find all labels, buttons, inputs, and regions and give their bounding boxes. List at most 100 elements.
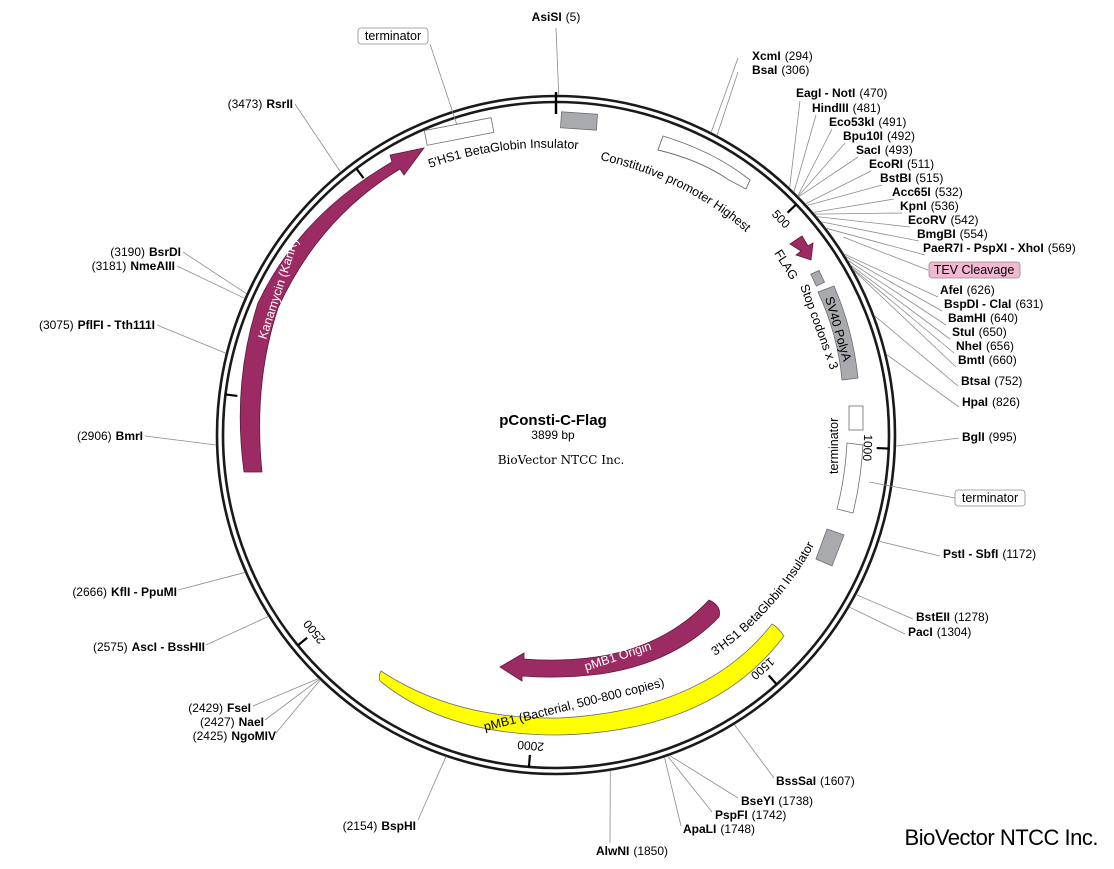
site-leader bbox=[264, 678, 320, 721]
site-label: BmtI (660) bbox=[958, 351, 1017, 368]
bp-tick bbox=[355, 167, 365, 179]
site-name: PacI bbox=[908, 625, 933, 639]
insulator-3-block bbox=[815, 528, 845, 567]
site-label: BssSaI (1607) bbox=[776, 772, 855, 789]
site-position: (492) bbox=[887, 129, 915, 143]
site-leader bbox=[789, 100, 801, 188]
site-name: FseI bbox=[227, 701, 251, 715]
site-position: (3181) bbox=[92, 259, 127, 273]
site-label: (2427) NaeI bbox=[200, 713, 264, 730]
site-label: BsaI (306) bbox=[752, 61, 809, 78]
site-leader bbox=[177, 572, 246, 591]
site-label: StuI (650) bbox=[952, 323, 1007, 340]
site-leader bbox=[806, 184, 883, 206]
site-name: AscI - BssHII bbox=[132, 640, 205, 654]
site-leader bbox=[895, 437, 960, 447]
watermark: BioVector NTCC Inc. bbox=[904, 825, 1099, 850]
center-info: pConsti-C-Flag 3899 bp BioVector NTCC In… bbox=[498, 412, 625, 467]
terminator-small-block bbox=[848, 405, 864, 431]
site-name: NaeI bbox=[239, 715, 264, 729]
site-label: Eco53kI (491) bbox=[829, 113, 906, 130]
site-position: (1278) bbox=[954, 610, 989, 624]
site-leader bbox=[156, 324, 227, 354]
site-leader bbox=[733, 724, 775, 779]
bp-tick-label: 1000 bbox=[860, 434, 875, 462]
site-position: (656) bbox=[986, 339, 1014, 353]
site-name: PspFI bbox=[715, 808, 748, 822]
site-label: (3190) BsrDI bbox=[110, 243, 181, 260]
site-label: BamHI (640) bbox=[948, 309, 1018, 326]
site-label: XcmI (294) bbox=[752, 47, 813, 64]
kanr-arrow bbox=[239, 147, 425, 473]
bp-tick bbox=[527, 754, 532, 767]
site-label: PacI (1304) bbox=[908, 623, 971, 640]
site-position: (631) bbox=[1015, 297, 1043, 311]
site-name: BglI bbox=[962, 430, 985, 444]
site-position: (294) bbox=[785, 49, 813, 63]
site-name: EagI - NotI bbox=[796, 86, 855, 100]
site-label: KpnI (536) bbox=[900, 197, 959, 214]
site-position: (752) bbox=[994, 374, 1022, 388]
site-name: BstBI bbox=[880, 171, 911, 185]
site-name: BstEII bbox=[916, 610, 950, 624]
site-name: PstI - SbfI bbox=[943, 547, 998, 561]
site-leader bbox=[874, 315, 959, 387]
site-leader bbox=[555, 27, 560, 96]
site-position: (3075) bbox=[39, 318, 74, 332]
site-label: (2425) NgoMIV bbox=[193, 727, 276, 744]
promoter-label: Constitutive promoter Highest bbox=[599, 149, 753, 235]
site-name: BspDI - ClaI bbox=[944, 297, 1011, 311]
site-name: NmeAIII bbox=[130, 259, 175, 273]
site-name: StuI bbox=[952, 325, 975, 339]
flag-label: FLAG bbox=[771, 247, 800, 282]
site-leader bbox=[664, 757, 682, 827]
site-position: (640) bbox=[990, 311, 1018, 325]
site-leader bbox=[793, 114, 817, 193]
site-position: (826) bbox=[992, 395, 1020, 409]
site-name: BssSaI bbox=[776, 774, 816, 788]
site-label: (3181) NmeAIII bbox=[92, 257, 175, 274]
insulator-5-block bbox=[560, 111, 598, 131]
sv40-polya-block bbox=[817, 285, 859, 381]
site-position: (536) bbox=[931, 199, 959, 213]
bp-tick bbox=[786, 203, 797, 214]
site-leader bbox=[417, 756, 447, 821]
plasmid-company: BioVector NTCC Inc. bbox=[498, 453, 625, 467]
site-position: (995) bbox=[989, 430, 1017, 444]
site-position: (532) bbox=[935, 185, 963, 199]
site-leader bbox=[886, 353, 960, 408]
site-label: AfeI (626) bbox=[940, 281, 995, 298]
site-label: BseYI (1738) bbox=[741, 792, 813, 809]
site-name: AfeI bbox=[940, 283, 963, 297]
site-leader bbox=[252, 678, 319, 707]
site-leader bbox=[805, 170, 872, 205]
site-name: AlwNI bbox=[596, 844, 629, 858]
terminator-right-callout-box bbox=[954, 489, 1026, 507]
site-label: SacI (493) bbox=[856, 141, 913, 158]
site-label: ApaLI (1748) bbox=[683, 820, 755, 837]
features bbox=[239, 111, 864, 736]
flag-arrow bbox=[789, 235, 814, 261]
site-name: ApaLI bbox=[683, 822, 716, 836]
pmb1-origin-arrow bbox=[499, 599, 720, 682]
site-name: EcoRV bbox=[908, 213, 946, 227]
site-name: NgoMIV bbox=[231, 729, 276, 743]
site-label: (2154) BspHI bbox=[343, 817, 416, 834]
site-leader bbox=[847, 260, 947, 326]
site-label: (3473) RsrII bbox=[228, 95, 293, 112]
site-label: Bpu10I (492) bbox=[843, 127, 915, 144]
site-leader bbox=[716, 71, 739, 136]
site-name: PaeR7I - PspXI - XhoI bbox=[923, 241, 1044, 255]
site-position: (2429) bbox=[188, 701, 223, 715]
site-position: (1748) bbox=[720, 822, 755, 836]
site-leader bbox=[294, 103, 341, 173]
site-position: (2666) bbox=[72, 585, 107, 599]
site-leader bbox=[816, 216, 911, 228]
site-name: KflI - PpuMI bbox=[111, 585, 177, 599]
site-name: BmrI bbox=[116, 429, 143, 443]
site-label: BstBI (515) bbox=[880, 169, 943, 186]
site-label: NheI (656) bbox=[956, 337, 1014, 354]
pmb1-bacterial-band bbox=[378, 623, 785, 736]
terminator-right-callout: terminator bbox=[962, 491, 1018, 505]
